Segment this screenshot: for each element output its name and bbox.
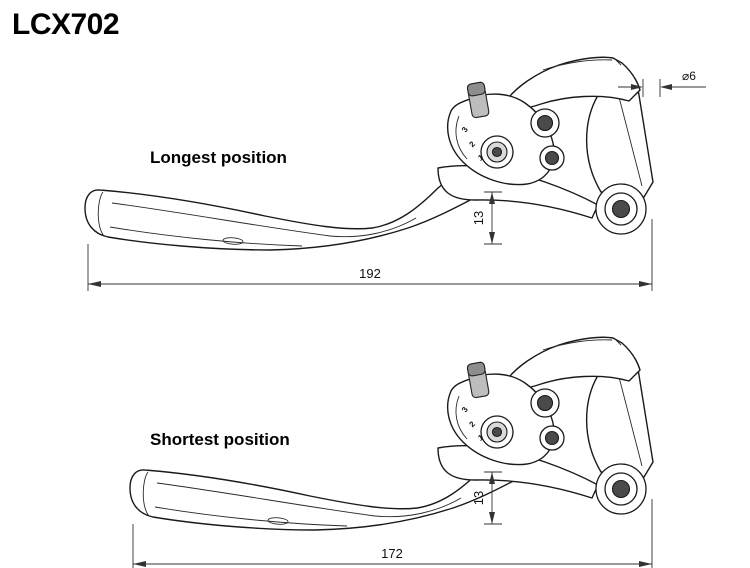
height-dimension-value: 13 bbox=[471, 211, 486, 225]
diagram-shortest: 172 13 bbox=[129, 336, 654, 568]
mechanism-drawing bbox=[437, 56, 654, 235]
length-dimension: 172 bbox=[132, 499, 653, 568]
length-dimension: 192 bbox=[87, 219, 653, 291]
blade-drawing bbox=[84, 169, 479, 251]
position-label-longest: Longest position bbox=[150, 148, 287, 167]
length-dimension-value: 172 bbox=[381, 546, 403, 561]
diameter-dimension-value: ⌀6 bbox=[682, 69, 696, 83]
height-dimension: 13 bbox=[471, 471, 502, 525]
diagram-longest: 192 13 ⌀6 bbox=[84, 56, 706, 291]
length-dimension-value: 192 bbox=[359, 266, 381, 281]
position-label-shortest: Shortest position bbox=[150, 430, 290, 449]
page-title: LCX702 bbox=[12, 8, 120, 41]
diameter-dimension: ⌀6 bbox=[618, 69, 706, 97]
height-dimension-value: 13 bbox=[471, 491, 486, 505]
height-dimension: 13 bbox=[471, 191, 502, 245]
